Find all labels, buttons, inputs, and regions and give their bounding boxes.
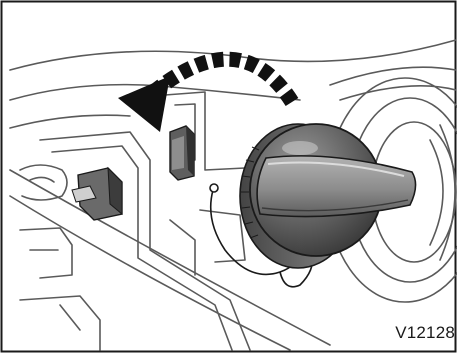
cap-holder [170, 126, 194, 180]
figure-code: V12128 [395, 324, 455, 341]
